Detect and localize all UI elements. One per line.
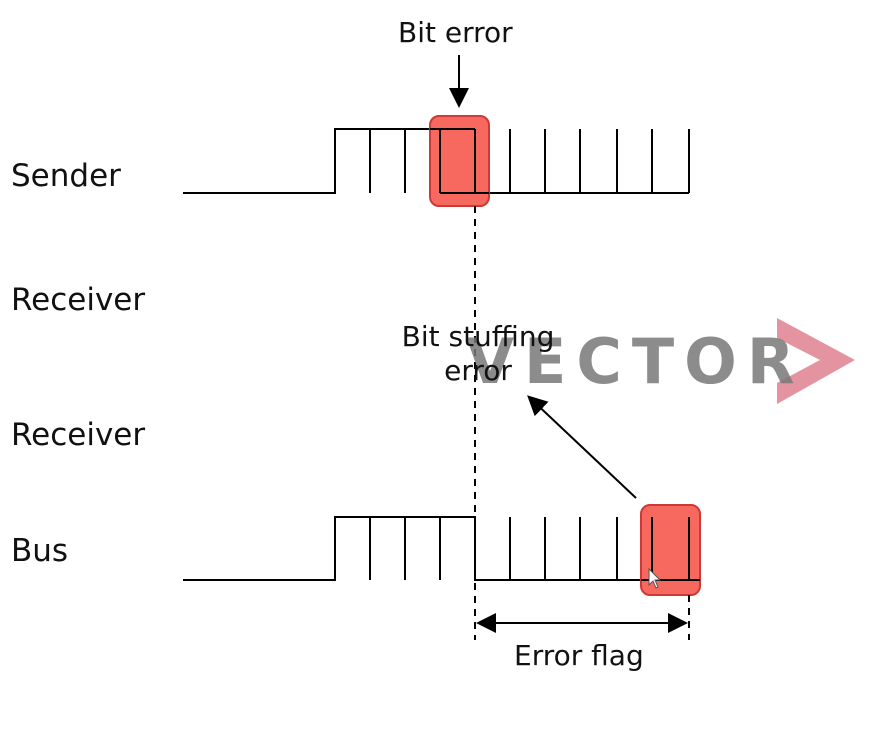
mouse-cursor-icon [648,567,662,589]
vector-logo-chevron-icon [777,318,855,404]
row-label-receiver-2: Receiver [11,417,146,453]
bit-stuffing-error-line-1: Bit stuffing [401,320,555,353]
bit-stuffing-error-label: Bit stuffing error [398,320,558,388]
bit-stuffing-error-line-2: error [444,354,512,387]
row-label-receiver-1: Receiver [11,282,146,318]
row-label-sender: Sender [11,158,121,194]
bus-waveform [183,516,690,581]
bit-stuffing-arrow [527,395,637,499]
bit-error-highlight-lines [430,128,489,194]
bit-error-label: Bit error [398,16,513,49]
bit-stuffing-highlight [640,504,701,596]
row-label-bus: Bus [11,533,69,569]
vector-watermark-text: VECTOR [466,325,805,398]
error-flag-label: Error flag [514,639,644,672]
